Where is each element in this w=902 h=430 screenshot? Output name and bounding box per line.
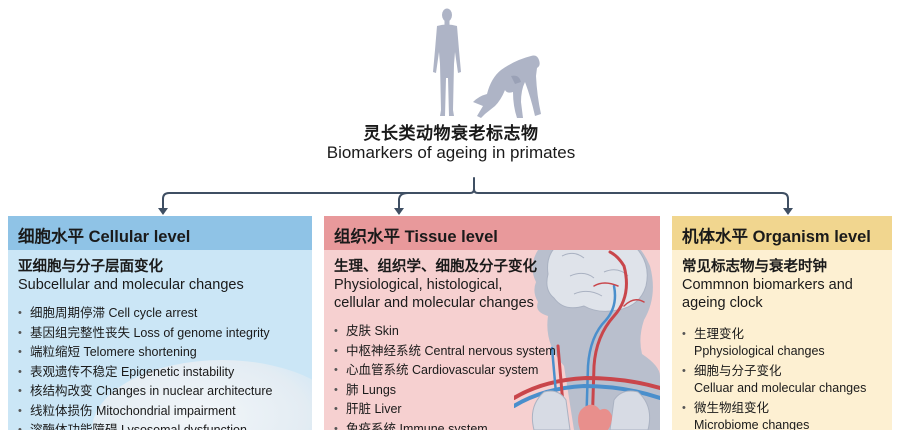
list-item: 溶酶体功能障碍 Lysosomal dysfunction	[18, 421, 302, 430]
tissue-subtitle-zh: 生理、组织学、细胞及分子变化	[334, 259, 537, 275]
list-item: 肺 Lungs	[334, 381, 650, 401]
primate-silhouette-icon	[473, 55, 541, 118]
list-item: 细胞与分子变化 Celluar and molecular changes	[682, 363, 882, 397]
list-item: 核结构改变 Changes in nuclear architecture	[18, 382, 302, 402]
tissue-subtitle-en-line2: cellular and molecular changes	[334, 295, 534, 311]
organism-subtitle-en-line2: ageing clock	[682, 295, 763, 311]
list-item: 皮肤 Skin	[334, 322, 650, 342]
diagram-title-en: Biomarkers of ageing in primates	[326, 143, 576, 162]
list-item-en: Celluar and molecular changes	[694, 381, 867, 395]
list-item-zh: 细胞与分子变化	[694, 364, 782, 378]
list-item-en: Pphysiological changes	[694, 344, 825, 358]
bracket-connector	[158, 177, 793, 215]
cellular-level-header: 细胞水平 Cellular level	[8, 216, 312, 250]
arrow-down-icon	[783, 208, 793, 215]
cellular-subtitle-zh: 亚细胞与分子层面变化	[18, 259, 163, 275]
organism-subtitle-en-line1: Commnon biomarkers and	[682, 277, 853, 293]
list-item: 中枢神经系统 Central nervous system	[334, 342, 650, 362]
arrow-down-icon	[158, 208, 168, 215]
list-item: 微生物组变化 Microbiome changes	[682, 400, 882, 430]
diagram-title-zh: 灵长类动物衰老标志物	[363, 124, 539, 143]
tissue-items-list: 皮肤 Skin 中枢神经系统 Central nervous system 心血…	[334, 322, 650, 430]
primates-illustration	[433, 8, 541, 118]
organism-subtitle-zh: 常见标志物与衰老时钟	[682, 259, 827, 275]
cellular-items-list: 细胞周期停滞 Cell cycle arrest 基因组完整性丧失 Loss o…	[18, 304, 302, 430]
list-item: 端粒缩短 Telomere shortening	[18, 343, 302, 363]
list-item: 线粒体损伤 Mitochondrial impairment	[18, 402, 302, 422]
list-item: 心血管系统 Cardiovascular system	[334, 361, 650, 381]
human-silhouette-icon	[433, 8, 461, 116]
cellular-subtitle-en: Subcellular and molecular changes	[18, 277, 244, 293]
organism-items-list: 生理变化 Pphysiological changes 细胞与分子变化 Cell…	[682, 326, 882, 430]
arrow-down-icon	[394, 208, 404, 215]
list-item: 免疫系统 Immune system	[334, 420, 650, 430]
list-item: 细胞周期停滞 Cell cycle arrest	[18, 304, 302, 324]
organism-level-header: 机体水平 Organism level	[672, 216, 892, 250]
list-item-zh: 生理变化	[694, 327, 745, 341]
list-item-zh: 微生物组变化	[694, 401, 770, 415]
organism-level-panel: 机体水平 Organism level 常见标志物与衰老时钟 Commnon b…	[672, 216, 892, 430]
tissue-level-header: 组织水平 Tissue level	[324, 216, 660, 250]
list-item: 肝脏 Liver	[334, 400, 650, 420]
list-item: 生理变化 Pphysiological changes	[682, 326, 882, 360]
tissue-level-panel: 组织水平 Tissue level 生理、组织学、细胞及分子变化 Physiol…	[324, 216, 660, 430]
tissue-subtitle-en-line1: Physiological, histological,	[334, 277, 503, 293]
cellular-level-panel: 细胞水平 Cellular level 亚细胞与分子层面变化 Subcellul…	[8, 216, 312, 430]
list-item: 表观遗传不稳定 Epigenetic instability	[18, 363, 302, 383]
list-item-en: Microbiome changes	[694, 418, 810, 430]
list-item: 基因组完整性丧失 Loss of genome integrity	[18, 324, 302, 344]
